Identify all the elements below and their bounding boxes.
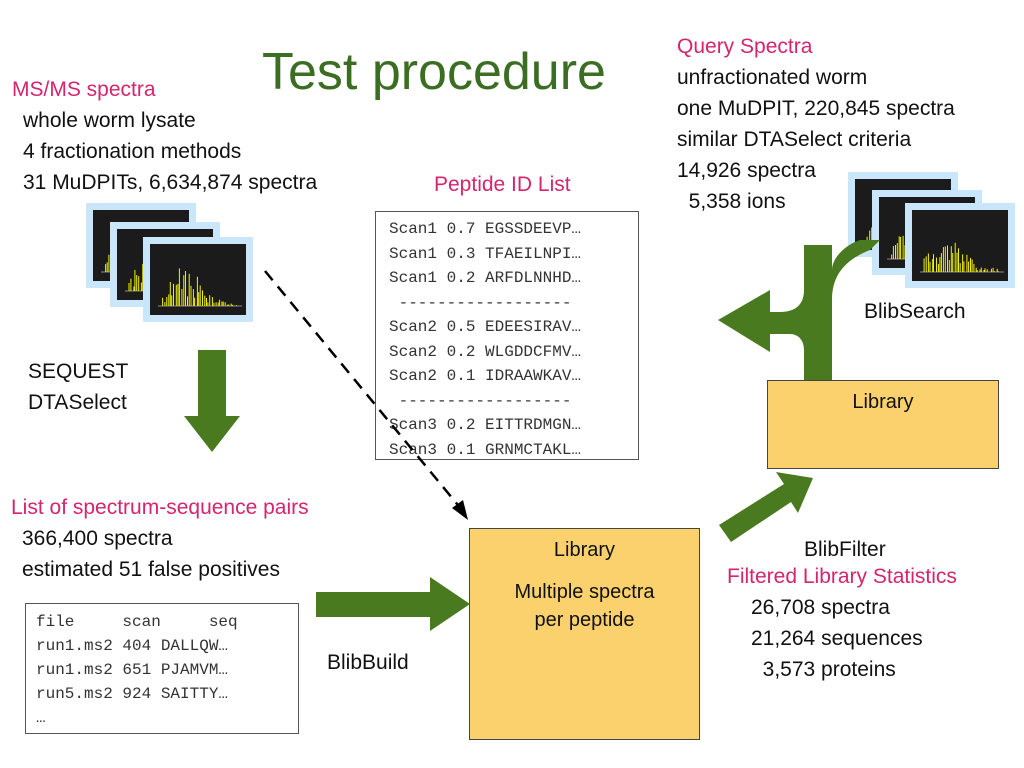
- query-line: 5,358 ions: [677, 190, 786, 213]
- pairs-section: List of spectrum-sequence pairs 366,400 …: [11, 492, 309, 585]
- file-table: file scan seq run1.ms2 404 DALLQW… run1.…: [25, 603, 299, 734]
- peptide-row: Scan2 0.2 WLGDDCFMV…: [389, 342, 582, 361]
- blibsearch-arrow-icon: [718, 245, 832, 380]
- sequest-label: SEQUEST DTASelect: [28, 356, 128, 418]
- peptide-row: Scan2 0.5 EDEESIRAV…: [389, 318, 582, 336]
- peptide-row: Scan1 0.3 TFAEILNPI…: [389, 244, 582, 263]
- peptide-row: Scan1 0.7 EGSSDEEVP…: [389, 220, 582, 238]
- blibfilter-label: BlibFilter: [804, 538, 886, 561]
- query-line: one MuDPIT, 220,845 spectra: [677, 97, 955, 120]
- filtered-section: Filtered Library Statistics 26,708 spect…: [727, 561, 957, 685]
- peptide-id-list: Scan1 0.7 EGSSDEEVP… Scan1 0.3 TFAEILNPI…: [375, 211, 639, 460]
- file-table-header: file scan seq: [36, 613, 238, 631]
- query-section: Query Spectra unfractionated worm one Mu…: [677, 31, 955, 217]
- arrow-diagonal-icon: [719, 472, 813, 542]
- page-title: Test procedure: [262, 43, 606, 101]
- file-table-row: run5.ms2 924 SAITTY…: [36, 685, 229, 703]
- msms-line: whole worm lysate: [23, 109, 196, 132]
- dashed-connector: [264, 270, 463, 511]
- query-line: similar DTASelect criteria: [677, 128, 912, 151]
- query-line: 14,926 spectra: [677, 159, 816, 182]
- library-filtered: Library: [767, 380, 999, 469]
- peptide-row: Scan1 0.2 ARFDLNNHD…: [389, 269, 582, 287]
- library-desc-line: per peptide: [534, 609, 635, 631]
- dashed-arrowhead-icon: [452, 500, 468, 520]
- peptide-row: Scan3 0.2 EITTRDMGN…: [389, 416, 582, 434]
- msms-line: 31 MuDPITs, 6,634,874 spectra: [23, 171, 318, 194]
- pairs-heading: List of spectrum-sequence pairs: [11, 496, 309, 519]
- peptide-separator: ------------------: [389, 293, 572, 312]
- pairs-line: 366,400 spectra: [22, 527, 173, 550]
- peptide-row: Scan2 0.1 IDRAAWKAV…: [389, 367, 582, 385]
- spectrum-thumbnail: [905, 203, 1015, 288]
- file-table-row: run1.ms2 404 DALLQW…: [36, 637, 229, 655]
- peptide-row: Scan3 0.1 GRNMCTAKL…: [389, 440, 582, 459]
- msms-section: MS/MS spectra whole worm lysate 4 fracti…: [12, 74, 317, 198]
- peptide-list-heading: Peptide ID List: [434, 173, 571, 196]
- arrow-down-icon: [184, 350, 240, 452]
- file-table-row: run1.ms2 651 PJAMVM…: [36, 661, 229, 679]
- query-heading: Query Spectra: [677, 35, 813, 58]
- filtered-heading: Filtered Library Statistics: [727, 565, 957, 588]
- pairs-line: estimated 51 false positives: [22, 558, 280, 581]
- library-multiple-spectra: Library Multiple spectra per peptide: [469, 528, 700, 740]
- peptide-separator: ------------------: [389, 391, 572, 410]
- blibbuild-label: BlibBuild: [327, 651, 409, 674]
- filtered-line: 26,708 spectra: [751, 596, 890, 619]
- filtered-line: 3,573 proteins: [751, 658, 896, 681]
- spectrum-thumbnail: [143, 237, 253, 322]
- sequest-line: SEQUEST: [28, 360, 129, 383]
- file-table-row: …: [36, 709, 46, 727]
- sequest-line: DTASelect: [28, 391, 127, 414]
- arrow-right-icon: [316, 577, 470, 631]
- library-title: Library: [852, 391, 914, 413]
- msms-line: 4 fractionation methods: [23, 140, 242, 163]
- query-line: unfractionated worm: [677, 66, 868, 89]
- msms-heading: MS/MS spectra: [12, 78, 156, 101]
- library-desc-line: Multiple spectra: [514, 581, 655, 603]
- library-title: Library: [553, 539, 616, 561]
- blibsearch-label: BlibSearch: [864, 300, 966, 323]
- blibsearch-arrow-branch: [832, 240, 880, 300]
- filtered-line: 21,264 sequences: [751, 627, 923, 650]
